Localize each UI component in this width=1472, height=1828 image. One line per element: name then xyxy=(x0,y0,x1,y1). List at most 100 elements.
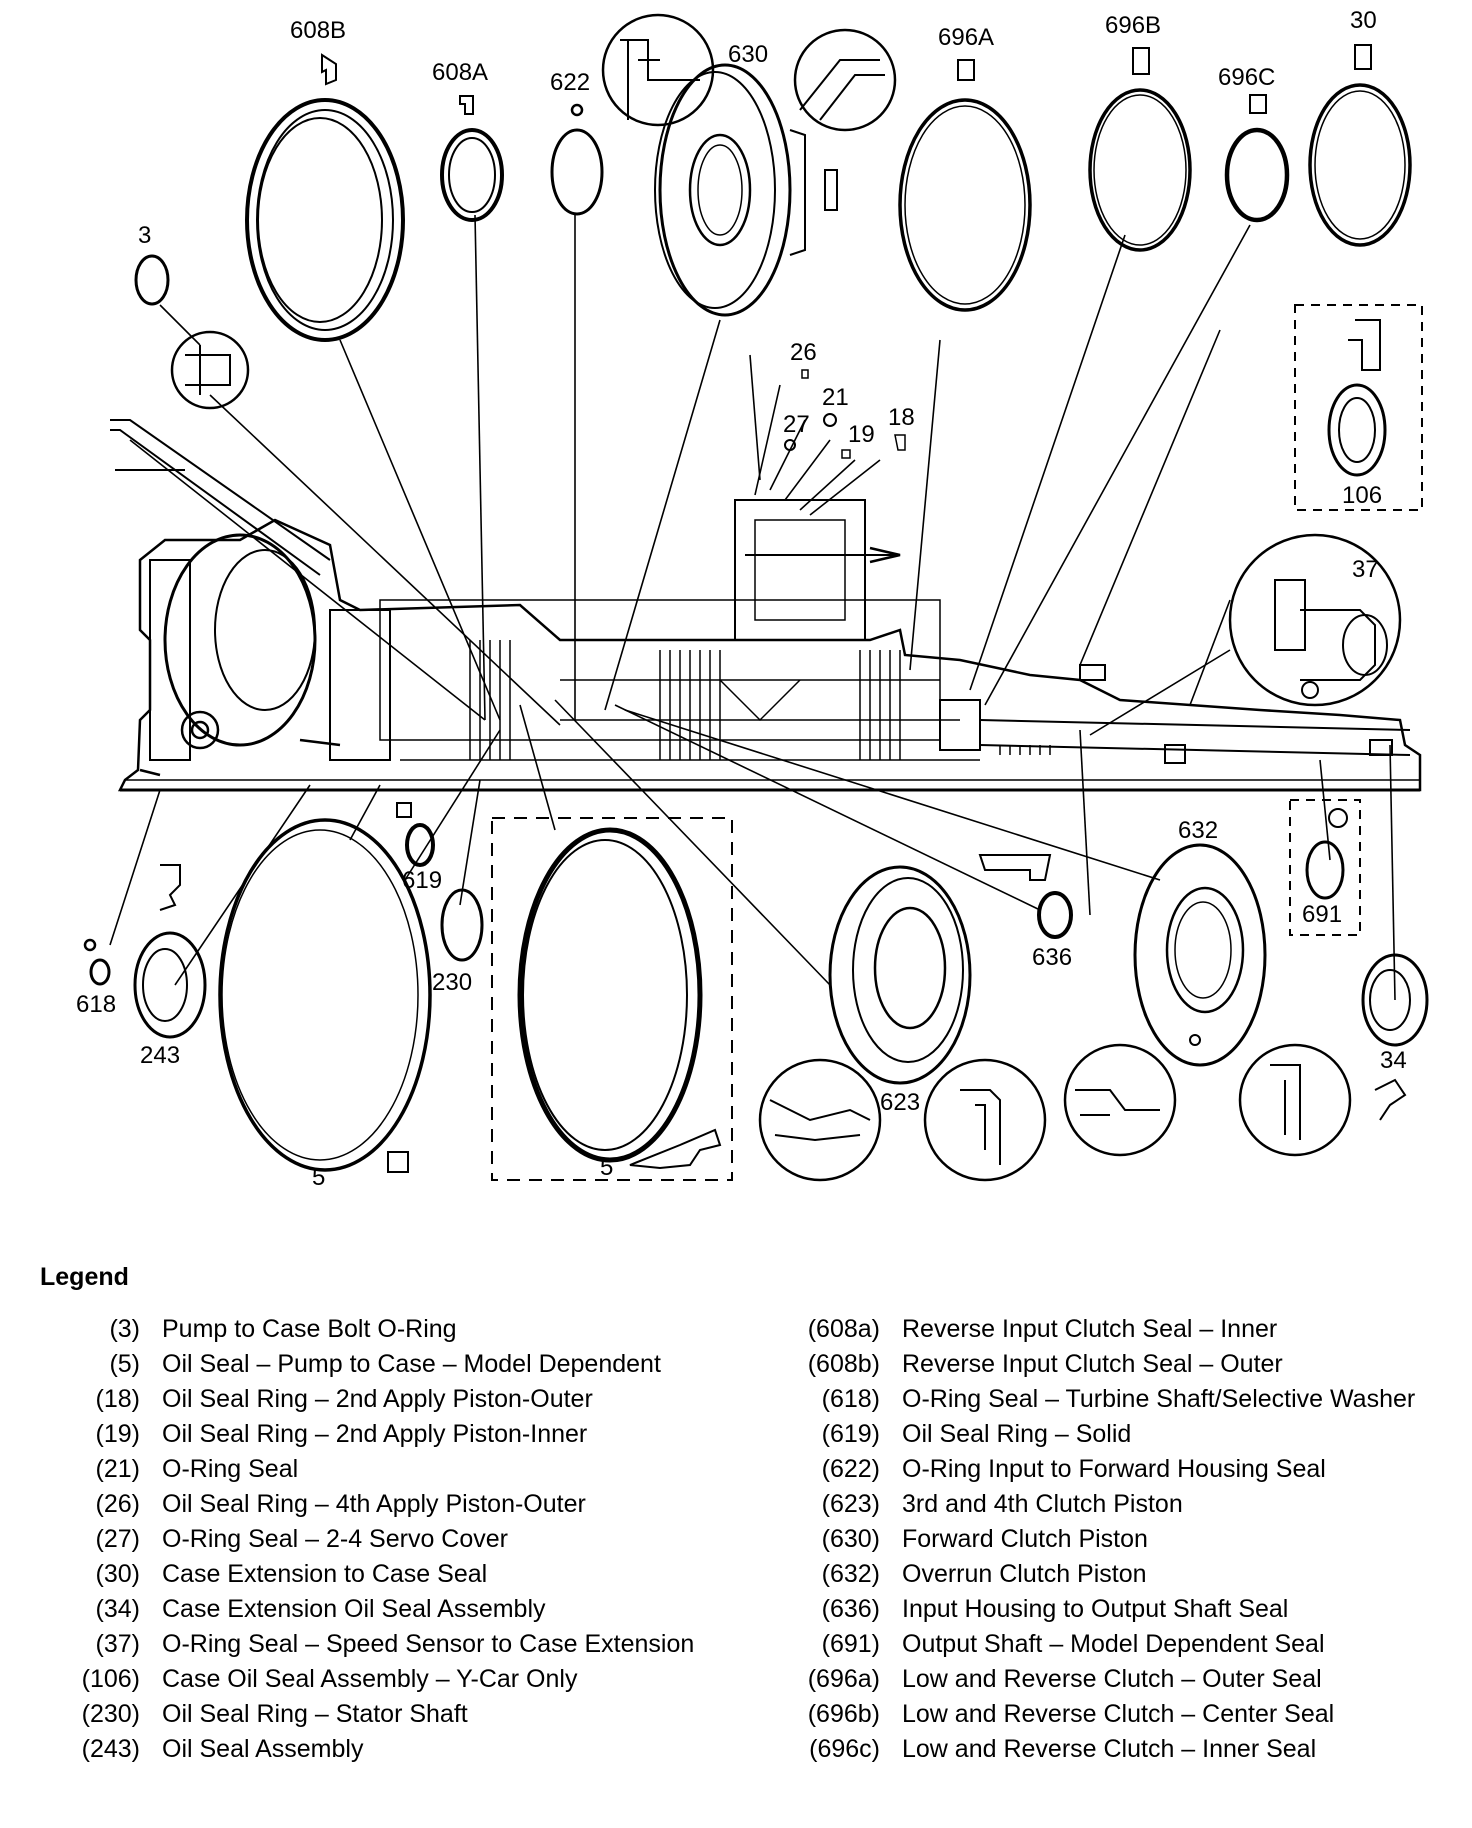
legend-description: Oil Seal – Pump to Case – Model Dependen… xyxy=(162,1350,661,1378)
legend-number: (27) xyxy=(95,1525,140,1553)
legend-description: Oil Seal Ring – 2nd Apply Piston-Inner xyxy=(162,1420,588,1448)
legend-number: (623) xyxy=(821,1490,880,1518)
legend: Legend (3)Pump to Case Bolt O-Ring (5)Oi… xyxy=(0,1255,1472,1815)
callout-618: 618 xyxy=(76,991,116,1018)
legend-item: (618)O-Ring Seal – Turbine Shaft/Selecti… xyxy=(790,1385,1470,1414)
legend-item: (106) Case Oil Seal Assembly – Y-Car Only xyxy=(60,1665,780,1694)
callout-696A: 696A xyxy=(938,24,994,51)
seal-34 xyxy=(1361,953,1429,1121)
legend-description: Output Shaft – Model Dependent Seal xyxy=(902,1630,1325,1658)
speed-sensor-detail-37 xyxy=(1228,533,1402,707)
legend-description: O-Ring Seal – 2-4 Servo Cover xyxy=(162,1525,508,1553)
legend-number: (636) xyxy=(821,1595,880,1623)
callout-619: 619 xyxy=(402,867,442,894)
legend-item: (5) Oil Seal – Pump to Case – Model Depen… xyxy=(60,1350,780,1379)
detail-circle-630b xyxy=(793,28,897,132)
legend-number: (632) xyxy=(821,1560,880,1588)
callout-26: 26 xyxy=(790,339,817,366)
legend-item: (26) Oil Seal Ring – 4th Apply Piston-Out… xyxy=(60,1490,780,1519)
legend-description: Low and Reverse Clutch – Outer Seal xyxy=(902,1665,1322,1693)
callout-622: 622 xyxy=(550,69,590,96)
legend-description: O-Ring Seal – Speed Sensor to Case Exten… xyxy=(162,1630,695,1658)
legend-item: (37) O-Ring Seal – Speed Sensor to Case E… xyxy=(60,1630,780,1659)
legend-item: (623)3rd and 4th Clutch Piston xyxy=(790,1490,1470,1519)
detail-circle-630a xyxy=(601,13,715,127)
legend-column-right: (608a)Reverse Input Clutch Seal – Inner … xyxy=(790,1315,1470,1770)
legend-description: O-Ring Seal – Turbine Shaft/Selective Wa… xyxy=(902,1385,1416,1413)
legend-description: Oil Seal Ring – 2nd Apply Piston-Outer xyxy=(162,1385,593,1413)
legend-number: (19) xyxy=(95,1420,140,1448)
callout-3: 3 xyxy=(138,222,151,249)
legend-number: (21) xyxy=(95,1455,140,1483)
legend-number: (106) xyxy=(81,1665,140,1693)
callout-21: 21 xyxy=(822,384,849,411)
legend-description: Low and Reverse Clutch – Center Seal xyxy=(902,1700,1335,1728)
servo-small-parts xyxy=(784,369,906,459)
callout-632: 632 xyxy=(1178,817,1218,844)
legend-description: Low and Reverse Clutch – Inner Seal xyxy=(902,1735,1317,1763)
callout-27: 27 xyxy=(783,411,810,438)
seal-30 xyxy=(1308,44,1412,247)
legend-number: (30) xyxy=(95,1560,140,1588)
detail-box-106 xyxy=(1294,304,1423,511)
callout-37: 37 xyxy=(1352,556,1379,583)
legend-item: (696a)Low and Reverse Clutch – Outer Sea… xyxy=(790,1665,1470,1694)
callout-630: 630 xyxy=(728,41,768,68)
legend-item: (34)Case Extension Oil Seal Assembly xyxy=(60,1595,780,1624)
legend-number: (630) xyxy=(821,1525,880,1553)
legend-number: (608b) xyxy=(807,1350,880,1378)
leader-lines xyxy=(109,214,1396,1001)
detail-box-5 xyxy=(491,817,733,1181)
seal-696C xyxy=(1224,94,1290,223)
legend-number: (230) xyxy=(81,1700,140,1728)
legend-description: Oil Seal Assembly xyxy=(162,1735,364,1763)
callout-608B: 608B xyxy=(290,17,346,44)
legend-description: Pump to Case Bolt O-Ring xyxy=(162,1315,457,1343)
legend-item: (696c)Low and Reverse Clutch – Inner Sea… xyxy=(790,1735,1470,1764)
callout-230: 230 xyxy=(432,969,472,996)
piston-623 xyxy=(758,865,1047,1182)
legend-item: (691) Output Shaft – Model Dependent Seal xyxy=(790,1630,1470,1659)
legend-item: (608b)Reverse Input Clutch Seal – Outer xyxy=(790,1350,1470,1379)
legend-item: (19) Oil Seal Ring – 2nd Apply Piston-Inn… xyxy=(60,1420,780,1449)
callout-243: 243 xyxy=(140,1042,180,1069)
o-ring-3 xyxy=(134,254,250,410)
legend-item: (21)O-Ring Seal xyxy=(60,1455,780,1484)
legend-item: (622)O-Ring Input to Forward Housing Sea… xyxy=(790,1455,1470,1484)
legend-description: Oil Seal Ring – 4th Apply Piston-Outer xyxy=(162,1490,586,1518)
legend-number: (619) xyxy=(821,1420,880,1448)
seal-636 xyxy=(978,854,1073,939)
legend-number: (691) xyxy=(821,1630,880,1658)
legend-number: (243) xyxy=(81,1735,140,1763)
legend-item: (18) Oil Seal Ring – 2nd Apply Piston-Out… xyxy=(60,1385,780,1414)
seal-exploded-diagram: 608B 608A 622 630 696A 696B 696C 30 3 26… xyxy=(76,7,1429,1191)
callout-19: 19 xyxy=(848,421,875,448)
legend-description: O-Ring Input to Forward Housing Seal xyxy=(902,1455,1326,1483)
legend-number: (3) xyxy=(109,1315,140,1343)
legend-number: (26) xyxy=(95,1490,140,1518)
seal-243 xyxy=(83,864,207,1039)
legend-number: (5) xyxy=(109,1350,140,1378)
legend-number: (18) xyxy=(95,1385,140,1413)
legend-item: (608a)Reverse Input Clutch Seal – Inner xyxy=(790,1315,1470,1344)
seal-5-ring xyxy=(218,818,432,1173)
legend-item: (27) O-Ring Seal – 2-4 Servo Cover xyxy=(60,1525,780,1554)
legend-item: (3) Pump to Case Bolt O-Ring xyxy=(60,1315,780,1344)
callout-34: 34 xyxy=(1380,1047,1407,1074)
legend-item: (632)Overrun Clutch Piston xyxy=(790,1560,1470,1589)
legend-item: (630)Forward Clutch Piston xyxy=(790,1525,1470,1554)
legend-description: Case Extension to Case Seal xyxy=(162,1560,488,1588)
legend-number: (37) xyxy=(95,1630,140,1658)
callout-691: 691 xyxy=(1302,901,1342,928)
seal-608A xyxy=(440,95,504,222)
legend-number: (696b) xyxy=(807,1700,880,1728)
seal-608B xyxy=(245,53,405,342)
oil-seal-ring-230 xyxy=(440,888,484,962)
seal-696B xyxy=(1088,47,1192,252)
detail-box-691 xyxy=(1289,799,1361,936)
forward-clutch-piston-630 xyxy=(654,63,838,317)
legend-item: (243) Oil Seal Assembly xyxy=(60,1735,780,1764)
callout-30: 30 xyxy=(1350,7,1377,34)
legend-description: Case Oil Seal Assembly – Y-Car Only xyxy=(162,1665,578,1693)
callout-5: 5 xyxy=(312,1164,325,1191)
